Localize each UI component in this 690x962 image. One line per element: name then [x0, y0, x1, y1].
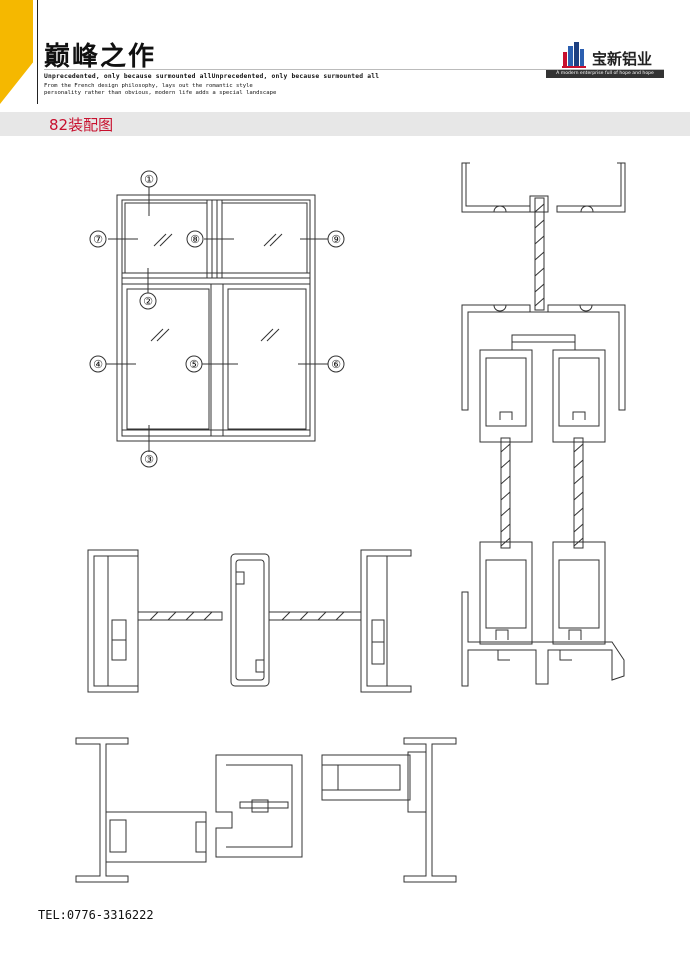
callout-labels: ① ② ③ ④ ⑤ ⑥ ⑦ ⑧ ⑨ — [93, 173, 341, 466]
header-divider-line — [37, 0, 38, 104]
slogan-line-1: Unprecedented, only because surmounted a… — [44, 73, 380, 80]
callout-7: ⑦ — [93, 233, 103, 246]
vertical-section — [461, 162, 626, 687]
slogan-text: From the French design philosophy, lays … — [44, 83, 276, 97]
callout-4: ④ — [93, 358, 103, 371]
window-elevation — [89, 170, 345, 468]
callout-9: ⑨ — [331, 233, 341, 246]
page-title: 巅峰之作 — [44, 42, 157, 72]
slogan-line-2: From the French design philosophy, lays … — [44, 83, 253, 89]
callout-2: ② — [143, 295, 153, 308]
profile-sections — [75, 737, 457, 883]
callout-8: ⑧ — [190, 233, 200, 246]
footer-telephone: TEL:0776-3316222 — [38, 908, 154, 922]
callout-3: ③ — [144, 453, 154, 466]
brand-tagline: A modern enterprise full of hope and hop… — [546, 70, 664, 78]
callout-5: ⑤ — [189, 358, 199, 371]
section-title: 82装配图 — [49, 116, 114, 134]
horizontal-section — [87, 549, 412, 693]
brand-logo-icon — [562, 42, 586, 68]
header-rule — [44, 69, 664, 70]
section-banner — [0, 112, 690, 136]
callout-6: ⑥ — [331, 358, 341, 371]
slogan-line-3: personality rather than obvious, modern … — [44, 90, 277, 96]
brand-name: 宝新铝业 — [592, 50, 653, 68]
callout-1: ① — [144, 173, 154, 186]
